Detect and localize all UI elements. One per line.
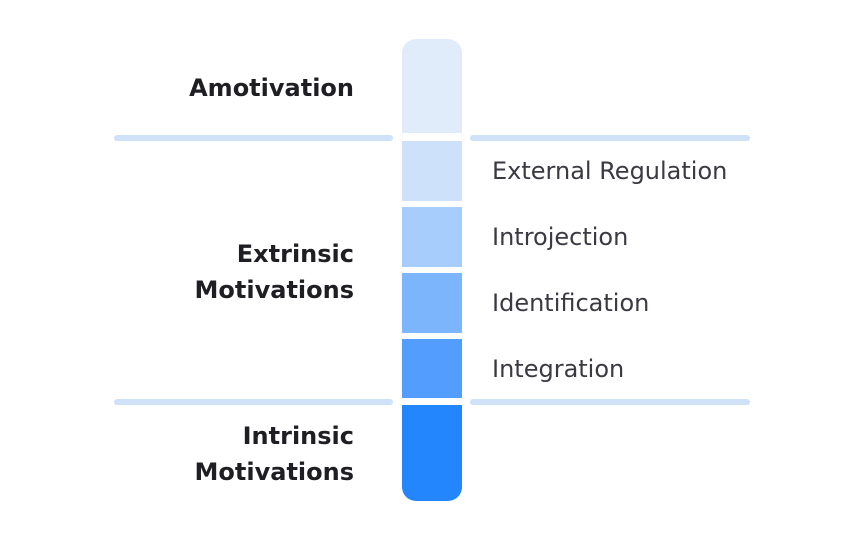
divider-top-left bbox=[114, 135, 393, 141]
stage-label-integration: Integration bbox=[492, 355, 625, 383]
stage-label-identification: Identification bbox=[492, 289, 650, 317]
extrinsic-line2: Motivations bbox=[194, 276, 354, 304]
stage-label-external-regulation: External Regulation bbox=[492, 157, 728, 185]
segment-introjection bbox=[402, 207, 462, 267]
segment-intrinsic bbox=[402, 405, 462, 501]
group-label-amotivation: Amotivation bbox=[189, 70, 354, 106]
group-label-intrinsic: Intrinsic Motivations bbox=[195, 418, 354, 490]
group-label-extrinsic: Extrinsic Motivations bbox=[195, 236, 354, 308]
extrinsic-line1: Extrinsic bbox=[236, 240, 354, 268]
segment-amotivation bbox=[402, 39, 462, 133]
stage-label-introjection: Introjection bbox=[492, 223, 629, 251]
amotivation-text: Amotivation bbox=[189, 74, 354, 102]
intrinsic-line1: Intrinsic bbox=[242, 422, 354, 450]
divider-bottom-right bbox=[470, 399, 750, 405]
segment-integration bbox=[402, 339, 462, 398]
segment-identification bbox=[402, 273, 462, 333]
divider-bottom-left bbox=[114, 399, 393, 405]
segment-external-regulation bbox=[402, 141, 462, 201]
divider-top-right bbox=[470, 135, 750, 141]
intrinsic-line2: Motivations bbox=[194, 458, 354, 486]
